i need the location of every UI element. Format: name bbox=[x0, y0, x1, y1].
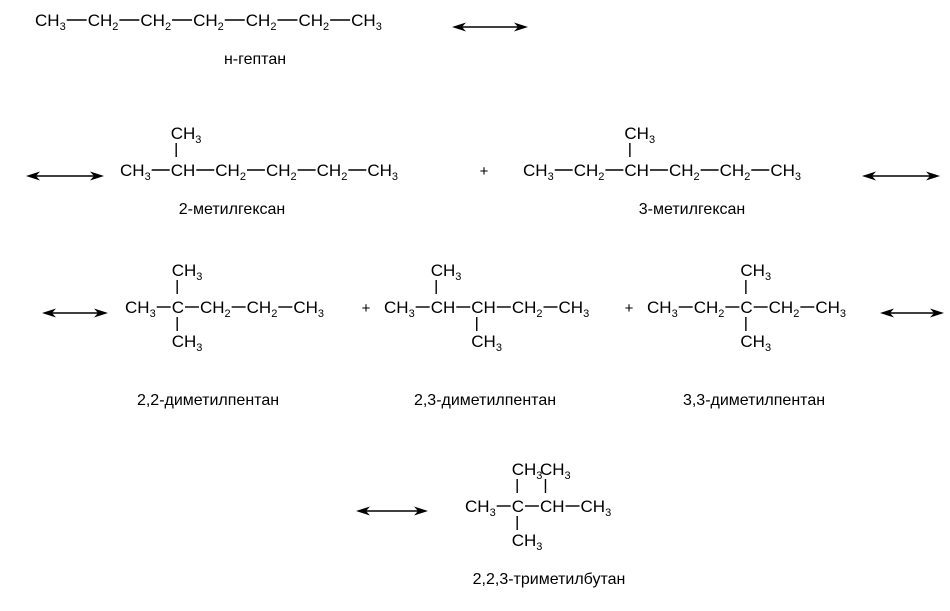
chain-group: C bbox=[740, 298, 752, 317]
branch-group: CH3 bbox=[740, 332, 771, 354]
molecule-name: 2,2-диметилпентан bbox=[137, 392, 279, 409]
chain-group: CH2 bbox=[769, 298, 800, 320]
chain-group: CH2 bbox=[215, 161, 246, 183]
chain-group: CH3 bbox=[35, 11, 66, 33]
chain-group: C bbox=[512, 497, 524, 516]
chain-group: C bbox=[172, 298, 184, 317]
chain-group: CH3 bbox=[559, 298, 590, 320]
arrows bbox=[26, 22, 944, 516]
chain-group: CH3 bbox=[647, 298, 678, 320]
chain-group: CH2 bbox=[512, 298, 543, 320]
molecule-name: 3-метилгексан bbox=[639, 201, 746, 218]
double-arrow-icon bbox=[880, 308, 944, 318]
chain-group: CH3 bbox=[523, 161, 554, 183]
plus-signs: + + + bbox=[362, 163, 634, 317]
chain-group: CH bbox=[431, 298, 456, 317]
labels-layer: н-гептан 2-метилгексан 3-метилгексан 2,2-ди… bbox=[137, 51, 825, 588]
chain-group: CH3 bbox=[125, 298, 156, 320]
chain-group: CH2 bbox=[246, 11, 277, 33]
molecule-name: н-гептан bbox=[224, 51, 286, 68]
branch-group: CH3 bbox=[471, 332, 502, 354]
chain-group: CH2 bbox=[720, 161, 751, 183]
chain-group: CH3 bbox=[351, 11, 382, 33]
double-arrow-icon bbox=[42, 308, 108, 318]
chain-group: CH2 bbox=[669, 161, 700, 183]
branch-group: CH3 bbox=[512, 531, 543, 553]
plus-sign: + bbox=[480, 163, 489, 180]
chain-group: CH3 bbox=[581, 497, 612, 519]
chain-group: CH2 bbox=[298, 11, 329, 33]
double-arrow-icon bbox=[452, 22, 528, 32]
branch-group: CH3 bbox=[740, 261, 771, 283]
chain-group: CH3 bbox=[815, 298, 846, 320]
molecule-name: 2-метилгексан bbox=[179, 201, 286, 218]
chain-group: CH2 bbox=[200, 298, 231, 320]
chain-group: CH2 bbox=[88, 11, 119, 33]
branch-group: CH3 bbox=[171, 124, 202, 146]
plus-sign: + bbox=[362, 300, 371, 317]
molecule-name: 2,3-диметилпентан bbox=[414, 392, 556, 409]
molecule-name: 3,3-диметилпентан bbox=[683, 392, 825, 409]
chain-group: CH2 bbox=[193, 11, 224, 33]
chain-group: CH3 bbox=[367, 161, 398, 183]
chain-group: CH2 bbox=[694, 298, 725, 320]
chain-group: CH3 bbox=[384, 298, 415, 320]
molecule-n-heptane: CH3 CH2 CH2 CH2 CH2 CH2 CH3 bbox=[35, 11, 382, 33]
chain-group: CH3 bbox=[465, 497, 496, 519]
chain-group: CH2 bbox=[266, 161, 297, 183]
branch-group: CH3 bbox=[624, 124, 655, 146]
double-arrow-icon bbox=[26, 171, 104, 181]
double-arrow-icon bbox=[862, 171, 940, 181]
branch-group: CH3 bbox=[431, 261, 462, 283]
branch-group: CH3 bbox=[540, 460, 571, 482]
molecule-name: 2,2,3-триметилбутан bbox=[473, 571, 626, 588]
chain-group: CH bbox=[624, 161, 649, 180]
chain-group: CH3 bbox=[120, 161, 151, 183]
chain-group: CH bbox=[540, 497, 565, 516]
plus-sign: + bbox=[625, 300, 634, 317]
chain-group: CH2 bbox=[140, 11, 171, 33]
chain-group: CH bbox=[471, 298, 496, 317]
chain-group: CH2 bbox=[574, 161, 605, 183]
chain-group: CH2 bbox=[247, 298, 278, 320]
chain-group: CH3 bbox=[293, 298, 324, 320]
chain-group: CH2 bbox=[317, 161, 348, 183]
branch-group: CH3 bbox=[172, 332, 203, 354]
double-arrow-icon bbox=[356, 506, 428, 516]
chain-group: CH bbox=[171, 161, 196, 180]
branch-group: CH3 bbox=[512, 460, 543, 482]
chain-group: CH3 bbox=[770, 161, 801, 183]
branch-group: CH3 bbox=[172, 261, 203, 283]
